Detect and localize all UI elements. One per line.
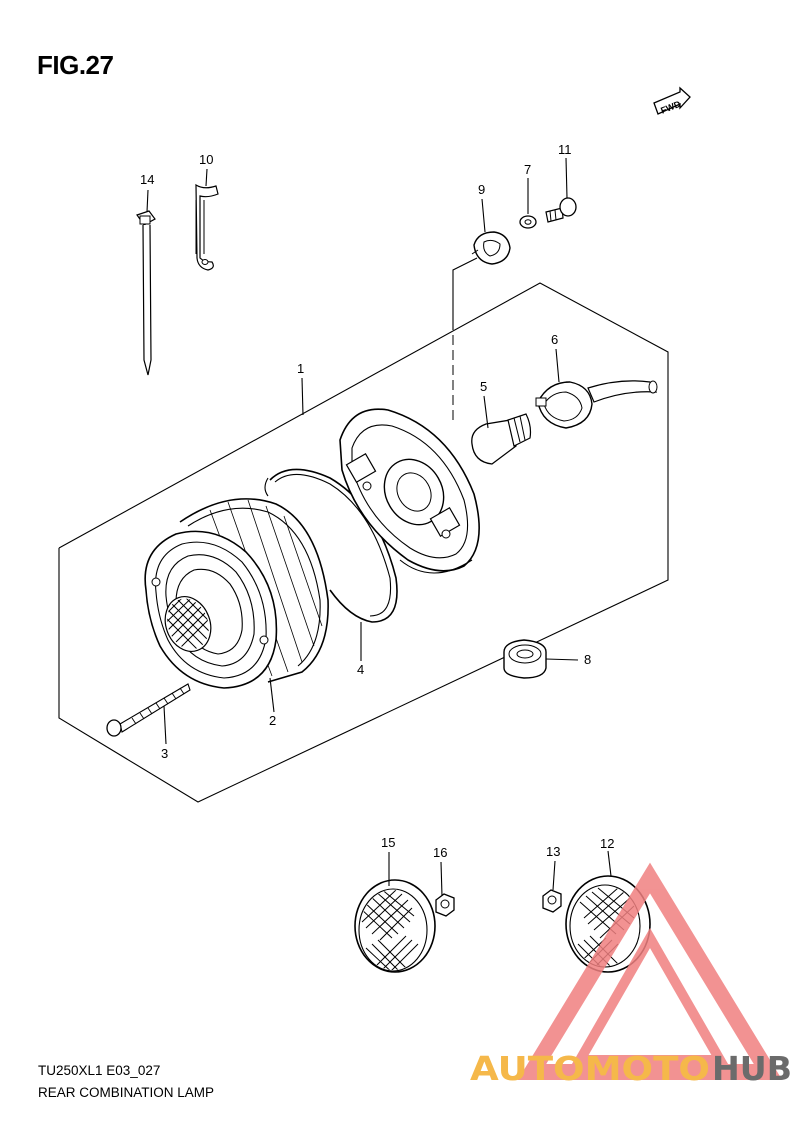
model-code: TU250XL1 E03_027	[38, 1063, 161, 1078]
callout-9: 9	[478, 182, 485, 197]
watermark-brand-b: HUB	[712, 1049, 792, 1088]
grommet-part	[503, 639, 547, 679]
callout-14: 14	[140, 172, 154, 187]
watermark-brand-a: AUTOMOTO	[470, 1049, 710, 1088]
figure-description: REAR COMBINATION LAMP	[38, 1085, 215, 1100]
lamp-base-part	[339, 408, 480, 574]
gasket-part	[264, 468, 398, 623]
socket-clip-part	[471, 231, 511, 265]
socket-wire-part	[535, 380, 658, 429]
watermark-logo	[517, 862, 783, 1080]
leader-lines	[146, 157, 612, 897]
callout-10: 10	[199, 152, 213, 167]
cable-tie-part	[136, 210, 156, 376]
washer-part	[519, 215, 537, 229]
callout-16: 16	[433, 845, 447, 860]
screw-part	[545, 197, 577, 223]
leader-9-dashed	[452, 257, 478, 330]
figure-title: FIG.27	[37, 50, 114, 80]
callout-11: 11	[558, 142, 572, 157]
reflector-left-part	[354, 879, 436, 973]
callout-3: 3	[161, 746, 168, 761]
assembly-frame	[58, 282, 669, 803]
callout-labels: 1 2 3 4 5 6 7 8 9 10 11 12 13 14 15 16	[140, 142, 614, 860]
callout-12: 12	[600, 836, 614, 851]
nut-left-part	[435, 893, 455, 917]
callout-2: 2	[269, 713, 276, 728]
clamp-part	[195, 183, 219, 271]
callout-13: 13	[546, 844, 560, 859]
callout-4: 4	[357, 662, 364, 677]
fwd-arrow-icon: FWD	[653, 86, 691, 116]
callout-7: 7	[524, 162, 531, 177]
long-screw-part	[106, 683, 191, 737]
callout-5: 5	[480, 379, 487, 394]
callout-8: 8	[584, 652, 591, 667]
callout-6: 6	[551, 332, 558, 347]
lens-housing-part	[144, 498, 329, 689]
watermark-text: AUTOMOTO HUB	[470, 1049, 792, 1088]
callout-1: 1	[297, 361, 304, 376]
callout-15: 15	[381, 835, 395, 850]
bulb-part	[471, 413, 532, 465]
nut-right-part	[542, 889, 562, 913]
